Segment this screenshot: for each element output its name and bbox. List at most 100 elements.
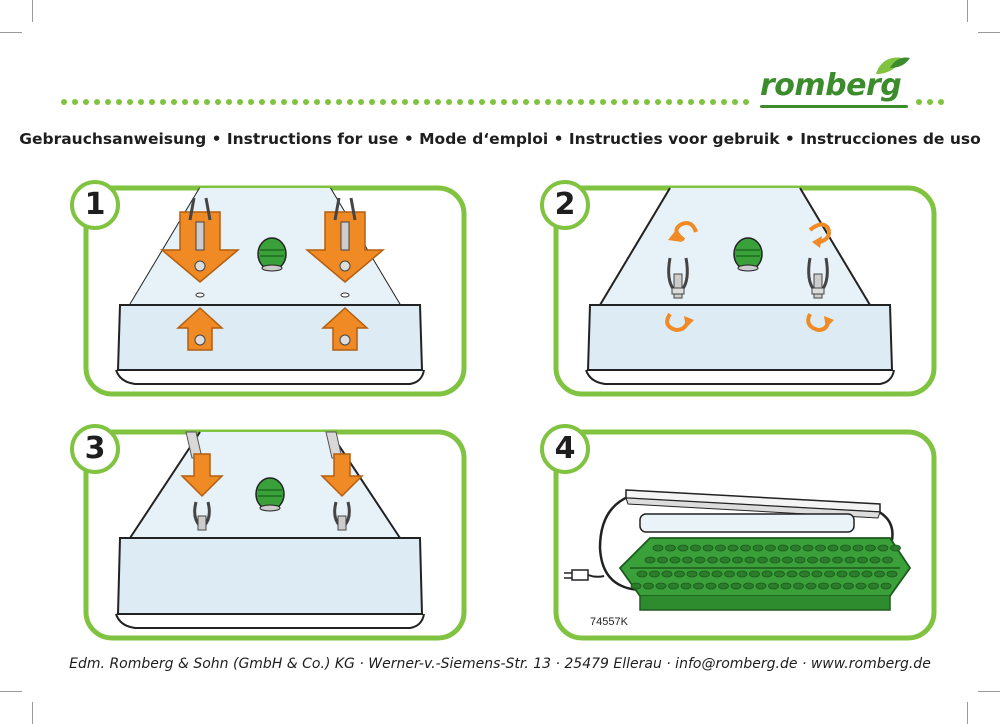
tray-cell <box>680 582 692 590</box>
tray-cell <box>755 582 767 590</box>
tray-cell <box>661 570 673 578</box>
dot <box>138 99 144 105</box>
tray-cell <box>777 544 789 552</box>
vent-knob-icon <box>733 237 763 272</box>
arrow-down-icon <box>320 453 364 498</box>
crop-mark <box>967 702 968 724</box>
dot <box>160 99 166 105</box>
tray-cell <box>657 556 668 564</box>
dot <box>655 99 661 105</box>
dot <box>644 99 650 105</box>
tray-cell <box>727 544 739 552</box>
tray-cell <box>827 544 839 552</box>
tray-cell <box>786 570 798 578</box>
plug-icon <box>564 569 605 581</box>
dot <box>600 99 606 105</box>
tray-cell <box>682 556 693 564</box>
dot <box>699 99 705 105</box>
crop-mark <box>32 0 33 22</box>
dot <box>204 99 210 105</box>
dot <box>72 99 78 105</box>
tray-cell <box>882 556 893 564</box>
tray-cell <box>674 570 685 578</box>
dot <box>127 99 133 105</box>
tray-cell <box>877 544 889 552</box>
tray-cell <box>636 570 648 578</box>
clip-icon <box>333 197 357 251</box>
clip-icon <box>667 257 689 299</box>
nut-icon <box>194 260 206 272</box>
arrow-up-icon <box>321 306 369 351</box>
tray-cell <box>719 556 731 564</box>
dotted-rule <box>916 99 944 105</box>
crop-mark <box>967 0 968 22</box>
dot <box>490 99 496 105</box>
tray-cell <box>705 582 717 590</box>
crop-mark <box>978 691 1000 692</box>
clip-icon <box>188 197 212 251</box>
tray-cell <box>694 556 706 564</box>
dot <box>556 99 562 105</box>
dot <box>182 99 188 105</box>
dot <box>501 99 507 105</box>
dot <box>468 99 474 105</box>
dot <box>226 99 232 105</box>
clip-icon <box>193 501 211 531</box>
page-title: Gebrauchsanweisung • Instructions for us… <box>19 130 981 148</box>
brand-row: romberg <box>60 57 944 112</box>
tray-cell <box>743 582 754 590</box>
tray-cell <box>857 556 868 564</box>
tray-cell <box>849 570 860 578</box>
tray-cell <box>732 556 743 564</box>
clip-icon <box>807 257 829 299</box>
tray-cell <box>861 570 873 578</box>
tray-cell <box>730 582 742 590</box>
tray-cell <box>643 582 654 590</box>
tray-cell <box>819 556 831 564</box>
dot <box>281 99 287 105</box>
step-number-2: 2 <box>540 180 590 230</box>
tray-cell <box>886 570 898 578</box>
tray-cell <box>757 556 768 564</box>
clip-icon <box>333 501 351 531</box>
lamp-icon <box>625 489 881 533</box>
tray-cell <box>844 556 856 564</box>
dot <box>622 99 628 105</box>
dot <box>314 99 320 105</box>
dot <box>589 99 595 105</box>
dot <box>402 99 408 105</box>
tray-cell <box>843 582 854 590</box>
tray-cell <box>655 582 667 590</box>
tray-cell <box>677 544 689 552</box>
dot <box>677 99 683 105</box>
tray-cell <box>630 582 642 590</box>
dotted-rule <box>61 99 749 105</box>
rotate-arrow-icon <box>806 313 834 333</box>
tray-cell <box>644 556 656 564</box>
dot <box>303 99 309 105</box>
dot <box>688 99 694 105</box>
tray-cell <box>649 570 660 578</box>
tray-cell <box>707 556 718 564</box>
tray-cell <box>768 582 779 590</box>
step-number-3: 3 <box>70 424 120 474</box>
nut-icon <box>339 260 351 272</box>
tray-cell <box>805 582 817 590</box>
step-number-4: 4 <box>540 424 590 474</box>
dot <box>413 99 419 105</box>
tray-cell <box>702 544 714 552</box>
tray-cell <box>686 570 698 578</box>
arrow-up-icon <box>176 306 224 351</box>
tray-cell <box>830 582 842 590</box>
article-number: 74557K <box>590 616 628 628</box>
step-3-illustration <box>83 429 467 641</box>
tray-cell <box>840 544 851 552</box>
step-number-1: 1 <box>70 180 120 230</box>
romberg-logo: romberg <box>760 57 920 112</box>
dot <box>545 99 551 105</box>
tray-cell <box>744 556 756 564</box>
tray-cell <box>652 544 664 552</box>
dot <box>732 99 738 105</box>
tray-cell <box>790 544 801 552</box>
leaf-icon <box>876 57 910 74</box>
